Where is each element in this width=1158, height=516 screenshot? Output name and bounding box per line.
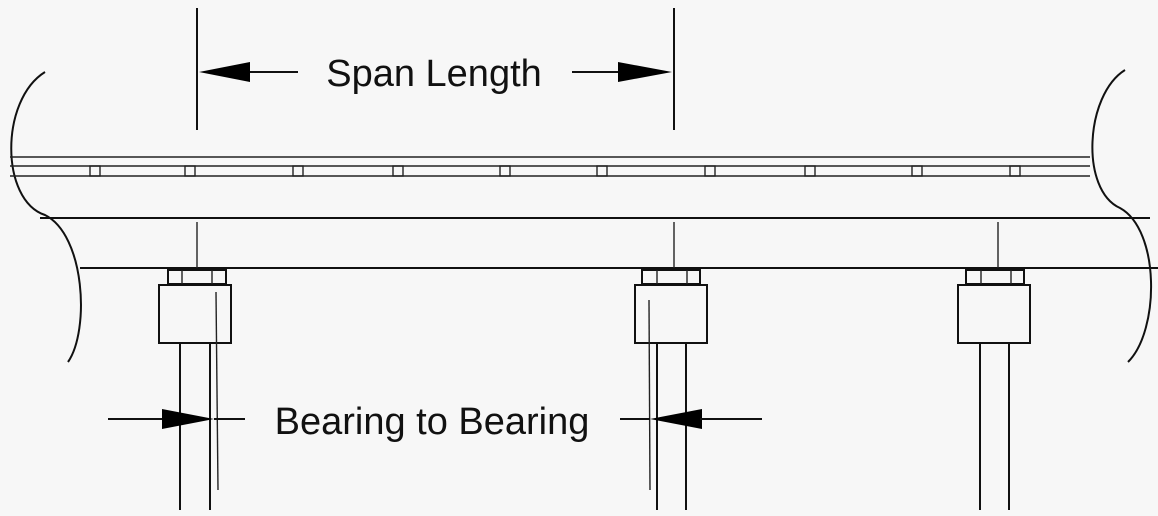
railing-posts <box>89 165 1021 177</box>
left-break-line <box>10 71 82 363</box>
railing-post <box>911 165 923 177</box>
bearing-to-bearing-label: Bearing to Bearing <box>275 401 590 443</box>
bearing-arrow-right <box>650 409 702 429</box>
span-length-label: Span Length <box>326 53 542 95</box>
railing-post <box>292 165 304 177</box>
right-break-line <box>1091 69 1152 363</box>
bearing-arrow-left <box>162 409 214 429</box>
bearing-to-bearing-dimension: Bearing to Bearing <box>108 401 762 443</box>
pier-cap-1 <box>158 284 232 344</box>
bearing-plate-2 <box>641 269 701 285</box>
pier-1 <box>158 222 232 510</box>
pier-2 <box>634 222 708 510</box>
bearing-plate-1 <box>167 269 227 285</box>
railing-post <box>704 165 716 177</box>
bearing-plate-3 <box>965 269 1025 285</box>
railing-post <box>184 165 196 177</box>
pier-cap-2 <box>634 284 708 344</box>
railing-post <box>804 165 816 177</box>
pier-cap-3 <box>957 284 1031 344</box>
railing-post <box>596 165 608 177</box>
pier-3 <box>957 222 1031 510</box>
railing-post <box>499 165 511 177</box>
railing-post <box>89 165 101 177</box>
railing-post <box>1009 165 1021 177</box>
railing-post <box>392 165 404 177</box>
railing <box>10 156 1090 177</box>
girder <box>40 217 1158 269</box>
span-arrow-right <box>618 62 672 82</box>
span-length-dimension: Span Length <box>196 8 675 130</box>
span-arrow-left <box>199 62 250 82</box>
